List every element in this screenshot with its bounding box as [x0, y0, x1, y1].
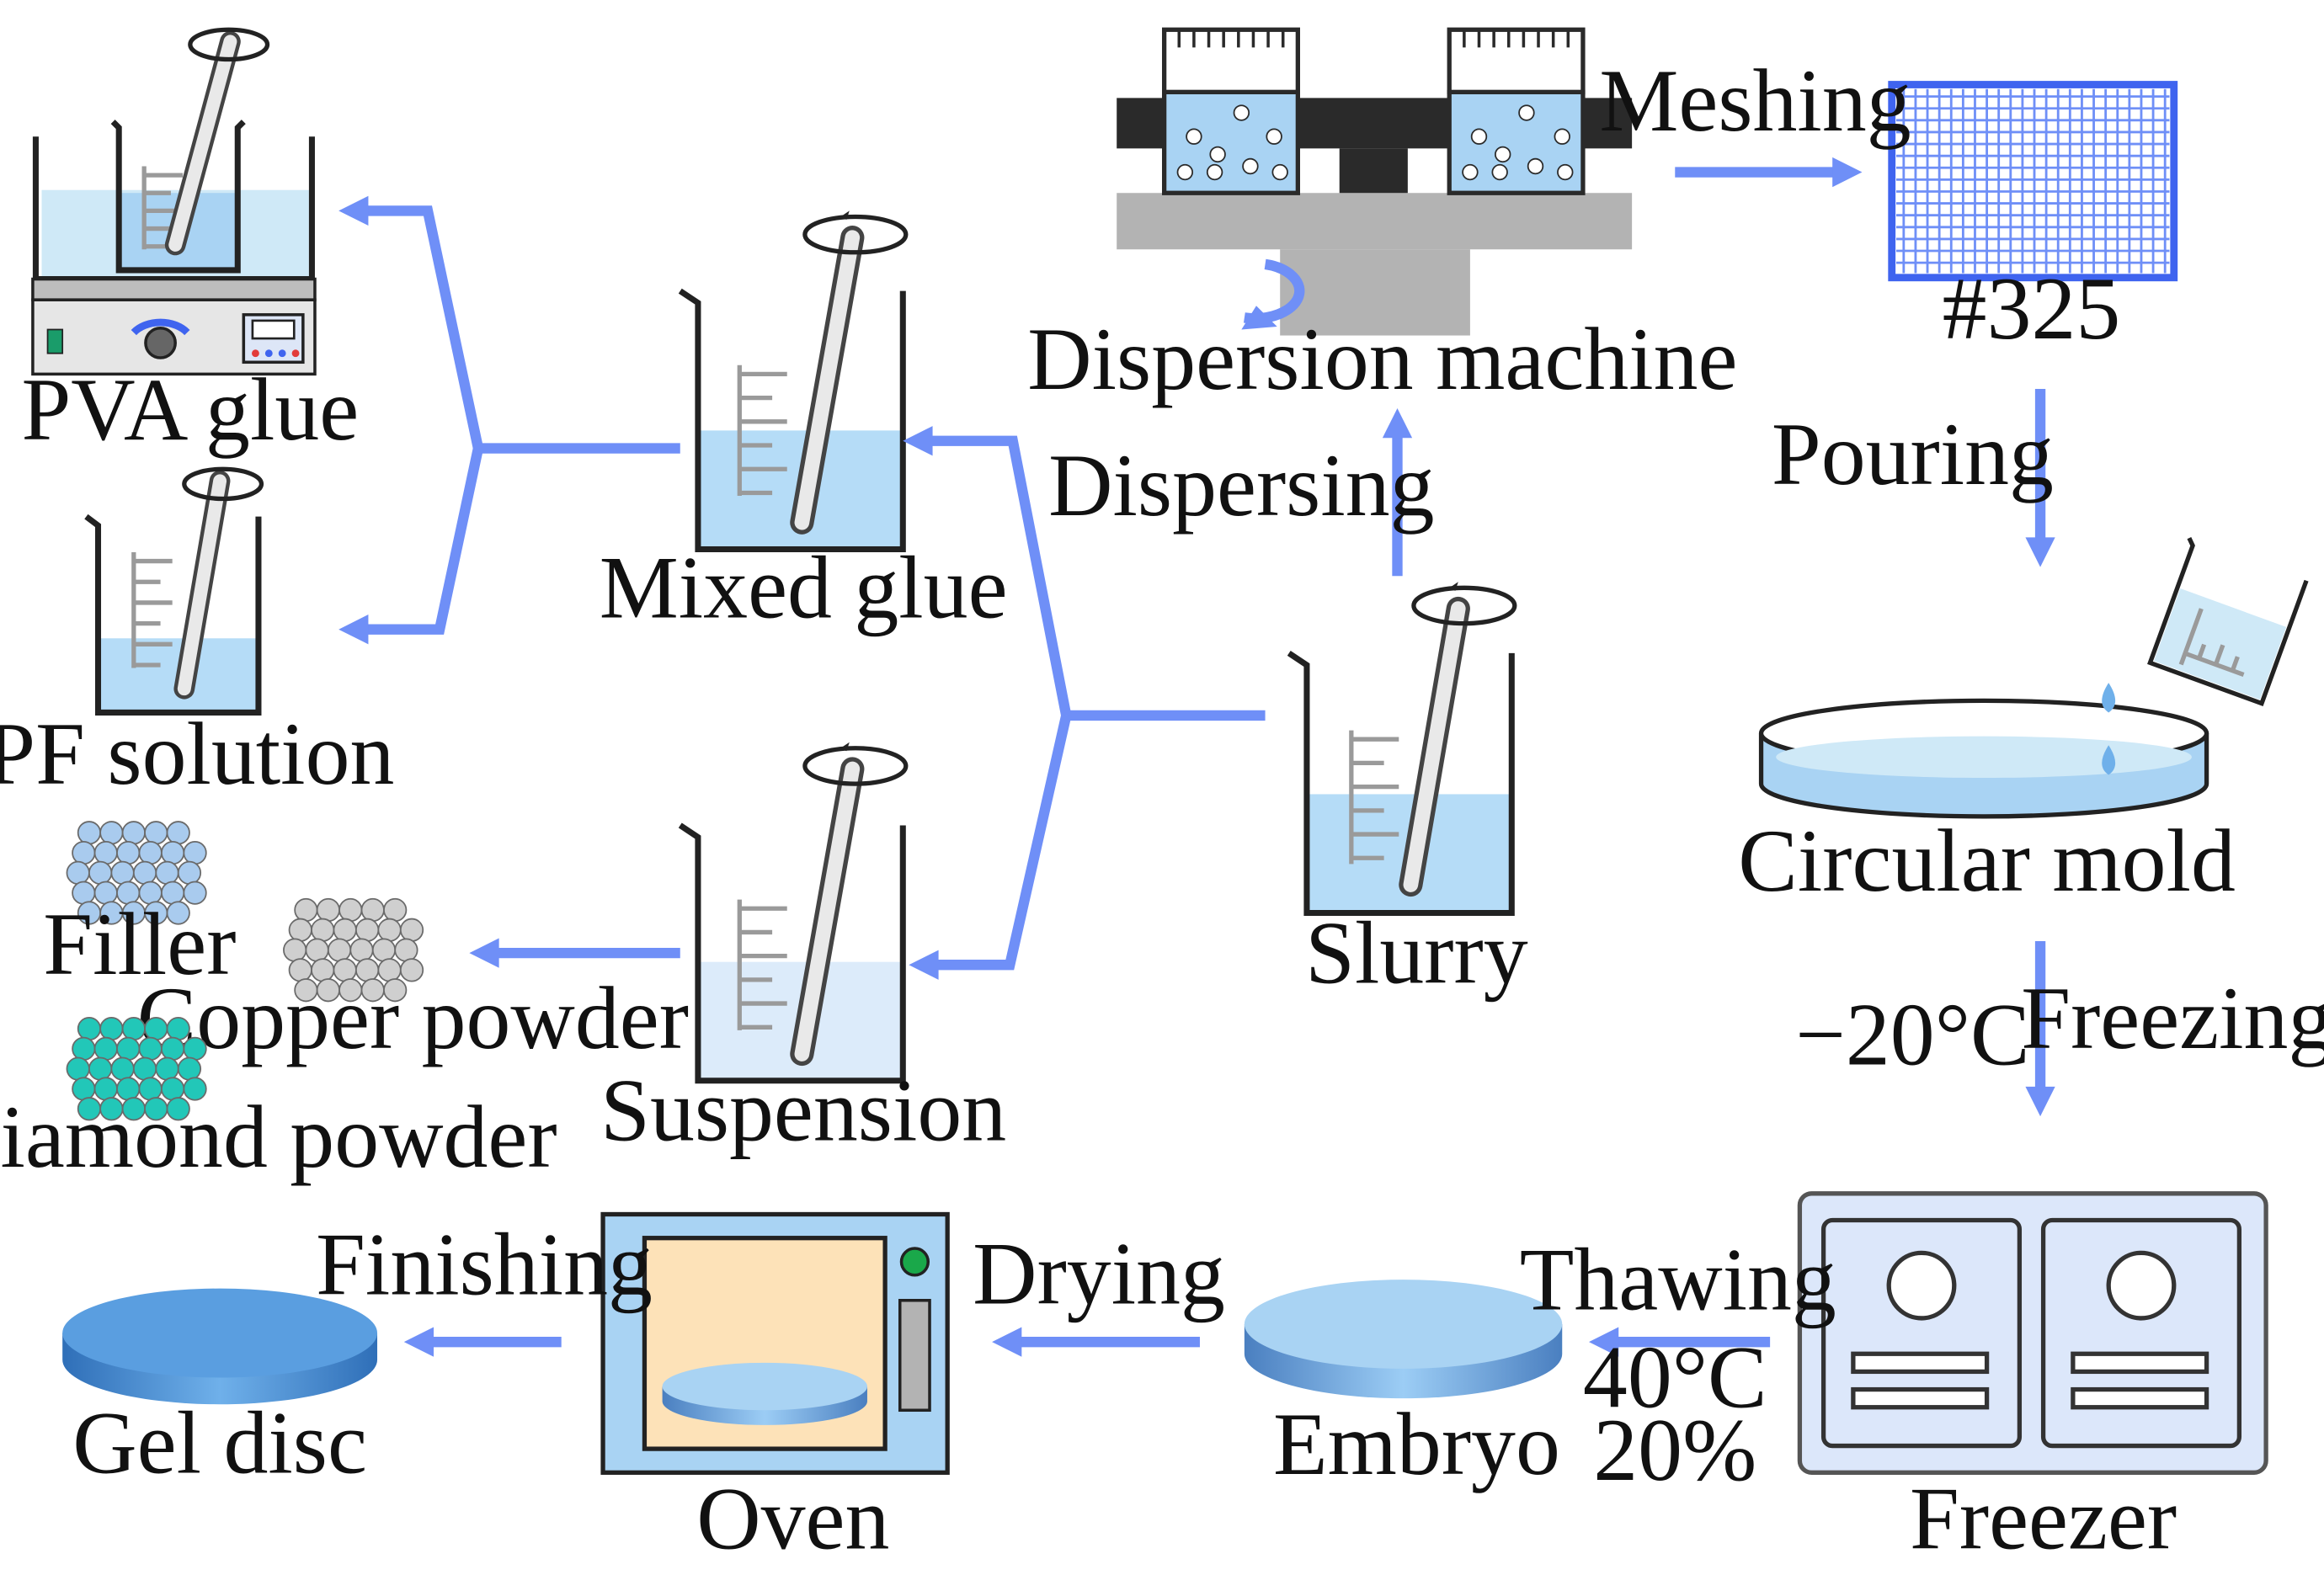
- arrow-meshing: [1675, 157, 1863, 188]
- drying-label: Drying: [973, 1224, 1225, 1322]
- gel-disc-label: Gel disc: [72, 1393, 367, 1492]
- slurry-beaker: [1287, 582, 1517, 917]
- pf-solution-beaker: [84, 466, 264, 716]
- mixed-glue-label: Mixed glue: [600, 539, 1008, 637]
- oven: [600, 1211, 950, 1475]
- thawing-label: Thawing: [1520, 1230, 1836, 1328]
- freezer: [1797, 1191, 2268, 1475]
- arrow-drying: [992, 1327, 1200, 1357]
- mixed-glue-beaker: [678, 210, 909, 552]
- diamond-powder-label: Diamond powder: [0, 1088, 557, 1186]
- drop-icon: [2102, 683, 2116, 713]
- drop-icon: [2102, 745, 2116, 775]
- dispersion-machine: [1117, 27, 1633, 336]
- connector-mixed-glue-split: [338, 195, 680, 645]
- suspension-beaker: [678, 742, 909, 1084]
- pf-solution-label: PF solution: [0, 705, 394, 803]
- arrow-head-icon: [338, 615, 369, 645]
- dispersion-machine-label: Dispersion machine: [1027, 310, 1737, 408]
- suspension-label: Suspension: [600, 1061, 1006, 1159]
- oven-label: Oven: [696, 1469, 889, 1567]
- freezer-label: Freezer: [1910, 1469, 2177, 1567]
- freezing-label: Freezing: [2021, 969, 2324, 1067]
- dispersing-label: Dispersing: [1048, 436, 1434, 535]
- diamond-powder-particles: [66, 1016, 207, 1121]
- embryo-disc: [1244, 1280, 1563, 1399]
- arrow-suspension-to-copper: [469, 938, 680, 968]
- slurry-label: Slurry: [1305, 903, 1528, 1002]
- connector-slurry-split: [903, 426, 1266, 980]
- filler-particles: [66, 821, 207, 925]
- copper-powder-label: Copper powder: [137, 969, 689, 1067]
- pva-glue-label: PVA glue: [21, 360, 359, 459]
- freeze-temperature-label: −20°C: [1795, 985, 2029, 1083]
- pva-glue-stirrer: [31, 27, 317, 376]
- circular-mold: [1758, 698, 2209, 819]
- mesh-screen: [1888, 81, 2178, 282]
- arrow-freezing: [2025, 941, 2055, 1117]
- finishing-label: Finishing: [316, 1216, 653, 1314]
- embryo-label: Embryo: [1273, 1395, 1560, 1493]
- arrow-head-icon: [338, 195, 369, 226]
- arrow-finishing: [403, 1327, 562, 1357]
- pouring-label: Pouring: [1772, 405, 2054, 503]
- thaw-temperature-label: 40°C: [1583, 1328, 1767, 1427]
- arrow-pouring: [2025, 389, 2055, 567]
- arrow-head-icon: [909, 950, 939, 980]
- arrow-head-icon: [903, 426, 933, 456]
- gel-disc: [62, 1288, 378, 1405]
- copper-powder-particles: [283, 897, 424, 1003]
- pouring-beaker: [2147, 536, 2309, 706]
- circular-mold-label: Circular mold: [1738, 811, 2236, 910]
- thaw-humidity-label: 20%: [1593, 1401, 1756, 1499]
- mesh-size-label: #325: [1943, 259, 2121, 358]
- filler-label: Filler: [43, 895, 236, 993]
- meshing-label: Meshing: [1599, 51, 1911, 150]
- arrow-thawing: [1588, 1327, 1771, 1357]
- arrow-dispersing: [1382, 407, 1413, 577]
